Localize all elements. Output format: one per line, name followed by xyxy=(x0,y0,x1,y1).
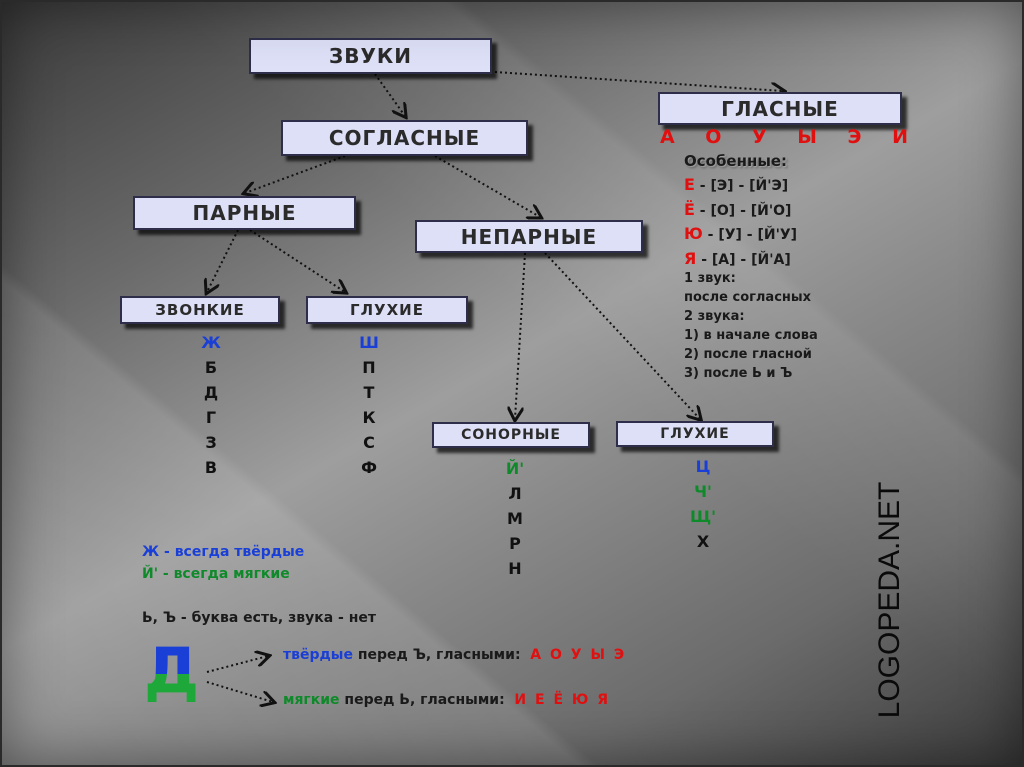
arrow-sounds-consonants xyxy=(374,73,405,116)
note-hard-vowels: А О У Ы Э xyxy=(530,647,627,663)
letter: В xyxy=(204,458,218,477)
note-y-letter: Й' xyxy=(142,566,159,582)
note-y-text: - всегда мягкие xyxy=(158,566,290,582)
letter: Ж xyxy=(201,333,221,352)
vowel-letter: У xyxy=(752,126,767,148)
arrow-sounds-vowels xyxy=(494,71,783,91)
box-voiced: ЗВОНКИЕ xyxy=(120,296,280,324)
sonorant-letters-list: Й' Л М Р Н xyxy=(500,456,530,581)
watermark: LOGOPEDA.NET xyxy=(873,481,906,719)
special-note: 1) в начале слова xyxy=(684,328,818,343)
note-soft: мягкие перед Ь, гласными: И Е Ё Ю Я xyxy=(283,692,610,708)
note-hard: твёрдые перед Ъ, гласными: А О У Ы Э xyxy=(283,647,626,663)
box-consonants: СОГЛАСНЫЕ xyxy=(281,120,528,156)
note-y: Й' - всегда мягкие xyxy=(142,566,290,582)
special-letter: Е xyxy=(684,175,695,194)
letter: Ш xyxy=(359,333,379,352)
special-note: 3) после Ь и Ъ xyxy=(684,366,793,381)
box-paired: ПАРНЫЕ xyxy=(133,196,356,230)
note-zh-text: - всегда твёрдые xyxy=(159,544,305,560)
letter: Х xyxy=(696,532,710,551)
special-note: 2) после гласной xyxy=(684,347,812,362)
box-sounds: ЗВУКИ xyxy=(249,38,492,74)
voiceless-unpaired-letters-list: Ц Ч' Щ' Х xyxy=(688,454,718,554)
letter: С xyxy=(363,433,375,452)
special-transcription: - [Э] - [Й'Э] xyxy=(694,178,789,194)
letter: З xyxy=(205,433,217,452)
letter: Т xyxy=(363,383,375,402)
vowel-letter: И xyxy=(892,126,908,148)
voiced-letters-list: Ж Б Д Г З В xyxy=(196,330,226,480)
vowel-letter: А xyxy=(660,126,675,148)
box-unpaired: НЕПАРНЫЕ xyxy=(415,220,643,253)
d-letter-top-half: Д xyxy=(140,644,208,674)
box-voiceless-unpaired: ГЛУХИЕ xyxy=(616,421,774,447)
letter: П xyxy=(362,358,376,377)
letter: Л xyxy=(508,484,522,503)
letter: Д xyxy=(203,383,219,402)
special-row: Я - [А] - [Й'А] xyxy=(684,249,791,268)
arrow-paired-voiced xyxy=(207,229,239,292)
letter: Н xyxy=(508,559,522,578)
special-note: после согласных xyxy=(684,290,812,305)
voiceless-letters-list: Ш П Т К С Ф xyxy=(354,330,384,480)
arrow-unpaired-voiceless xyxy=(544,252,700,419)
letter: Ц xyxy=(695,457,711,476)
arrow-unpaired-sonorant xyxy=(515,252,526,419)
vowel-letter: Ы xyxy=(797,126,817,148)
vowel-letter: Э xyxy=(847,126,862,148)
special-letter: Ё xyxy=(684,200,695,219)
special-row: Ю - [У] - [Й'У] xyxy=(684,224,797,243)
special-note: 2 звука: xyxy=(684,309,745,324)
arrow-consonants-paired xyxy=(245,155,346,193)
letter: Р xyxy=(509,534,521,553)
special-transcription: - [У] - [Й'У] xyxy=(702,227,798,243)
vowels-list: А О У Ы Э И xyxy=(660,126,908,152)
note-hard-rest: перед Ъ, гласными: xyxy=(352,647,521,663)
special-row: Ё - [О] - [Й'О] xyxy=(684,200,791,219)
letter: Й' xyxy=(505,459,525,478)
letter: Ф xyxy=(361,458,377,477)
box-vowels: ГЛАСНЫЕ xyxy=(658,92,902,125)
note-soft-rest: перед Ь, гласными: xyxy=(339,692,505,708)
special-heading: Особенные: xyxy=(684,152,788,170)
letter: Б xyxy=(204,358,218,377)
letter: Щ' xyxy=(689,507,717,526)
note-soft-word: мягкие xyxy=(283,692,340,708)
arrow-d-soft xyxy=(206,681,273,702)
note-hard-word: твёрдые xyxy=(283,647,353,663)
box-voiceless-paired: ГЛУХИЕ xyxy=(306,296,468,324)
special-transcription: - [О] - [Й'О] xyxy=(694,203,792,219)
arrow-paired-voiceless xyxy=(249,229,345,292)
special-transcription: - [А] - [Й'А] xyxy=(696,252,791,268)
note-signs: Ь, Ъ - буква есть, звука - нет xyxy=(142,610,377,626)
note-zh: Ж - всегда твёрдые xyxy=(142,544,304,560)
special-note: 1 звук: xyxy=(684,271,736,286)
arrow-consonants-unpaired xyxy=(434,155,540,217)
letter: Г xyxy=(205,408,217,427)
box-sonorant: СОНОРНЫЕ xyxy=(432,422,590,448)
arrow-d-hard xyxy=(206,656,268,673)
letter: К xyxy=(362,408,376,427)
d-letter-bottom-half: Д xyxy=(140,674,208,704)
note-zh-letter: Ж xyxy=(142,544,160,560)
d-letter: Д Д xyxy=(140,644,208,704)
letter: Ч' xyxy=(694,482,712,501)
special-letter: Ю xyxy=(684,224,703,243)
vowel-letter: О xyxy=(705,126,722,148)
letter: М xyxy=(507,509,523,528)
special-row: Е - [Э] - [Й'Э] xyxy=(684,175,788,194)
note-soft-vowels: И Е Ё Ю Я xyxy=(514,692,610,708)
special-letter: Я xyxy=(684,249,697,268)
